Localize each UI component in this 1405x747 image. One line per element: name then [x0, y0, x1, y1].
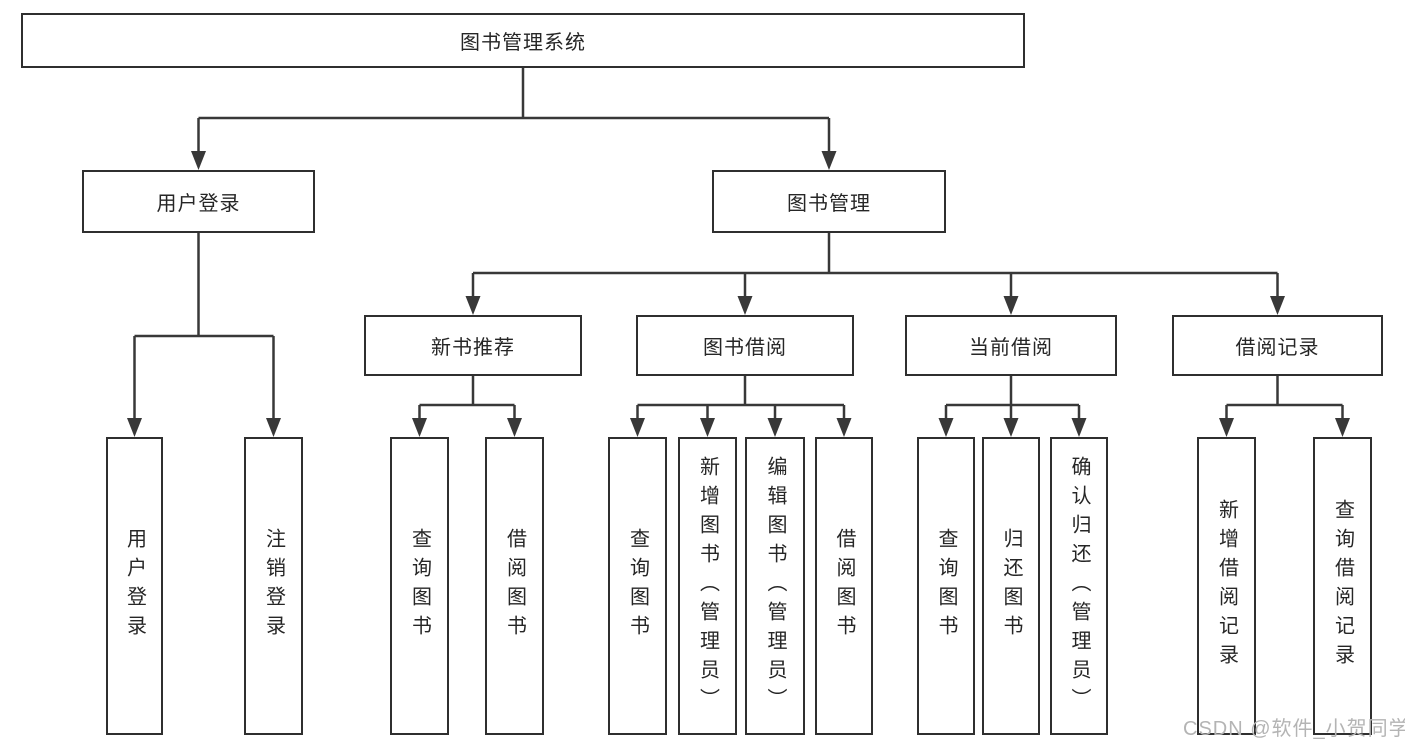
node-new-book-recommendation: 新书推荐: [364, 315, 582, 376]
leaf-return-books: 归还图书: [982, 437, 1040, 735]
leaf-add-borrow-record: 新增借阅记录: [1197, 437, 1256, 735]
leaf-query-books-2: 查询图书: [608, 437, 667, 735]
leaf-label: 查询图书: [626, 528, 649, 644]
node-label: 用户登录: [156, 193, 241, 215]
leaf-query-books-3: 查询图书: [917, 437, 975, 735]
leaf-logout: 注销登录: [244, 437, 303, 735]
node-book-borrowing: 图书借阅: [636, 315, 854, 376]
node-label: 借阅记录: [1235, 337, 1320, 359]
leaf-label: 新增图书（管理员）: [696, 455, 719, 717]
node-label: 图书管理系统: [460, 32, 586, 54]
leaf-borrow-books-2: 借阅图书: [815, 437, 873, 735]
leaf-label: 确认归还（管理员）: [1068, 455, 1090, 717]
leaf-label: 查询图书: [935, 528, 957, 644]
leaf-query-borrow-record: 查询借阅记录: [1313, 437, 1372, 735]
node-current-borrowing: 当前借阅: [905, 315, 1117, 376]
node-label: 图书借阅: [703, 337, 787, 359]
leaf-query-books-1: 查询图书: [390, 437, 449, 735]
leaf-label: 编辑图书（管理员）: [764, 455, 786, 717]
leaf-label: 查询借阅记录: [1331, 499, 1354, 673]
leaf-label: 归还图书: [1000, 528, 1022, 644]
leaf-label: 注销登录: [262, 528, 285, 644]
node-label: 新书推荐: [431, 337, 515, 359]
node-borrowing-records: 借阅记录: [1172, 315, 1383, 376]
leaf-add-books-admin: 新增图书（管理员）: [678, 437, 737, 735]
leaf-user-login: 用户登录: [106, 437, 163, 735]
node-book-management: 图书管理: [712, 170, 946, 233]
leaf-label: 新增借阅记录: [1215, 499, 1238, 673]
leaf-label: 用户登录: [123, 528, 146, 644]
leaf-confirm-return-admin: 确认归还（管理员）: [1050, 437, 1108, 735]
node-label: 当前借阅: [969, 337, 1053, 359]
leaf-label: 借阅图书: [503, 528, 526, 644]
node-label: 图书管理: [787, 193, 871, 215]
leaf-label: 查询图书: [408, 528, 431, 644]
leaf-edit-books-admin: 编辑图书（管理员）: [745, 437, 805, 735]
leaf-label: 借阅图书: [833, 528, 855, 644]
csdn-watermark: CSDN @软件_小贺同学: [1183, 718, 1405, 740]
leaf-borrow-books-1: 借阅图书: [485, 437, 544, 735]
node-library-management-system: 图书管理系统: [21, 13, 1025, 68]
node-user-login: 用户登录: [82, 170, 315, 233]
